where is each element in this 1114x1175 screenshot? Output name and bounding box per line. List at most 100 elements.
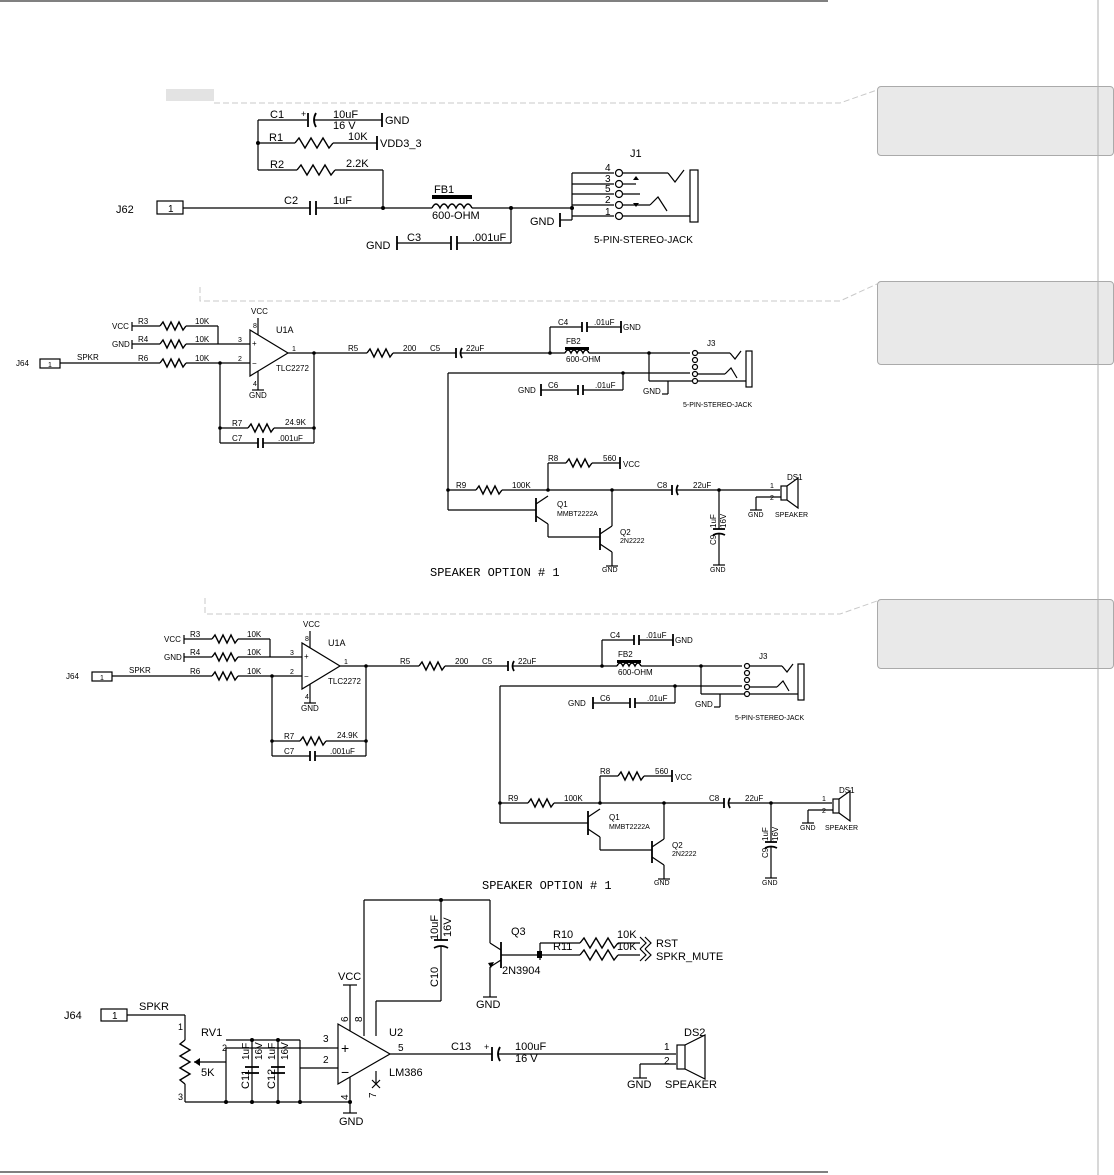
ds2-label: DS2 [684,1027,705,1039]
s3-q2-part: 2N2222 [672,851,697,858]
comment-box-2[interactable] [877,281,1114,365]
s4-spkr: SPKR [139,1001,169,1013]
c6-value: .01uF [595,381,616,390]
u1a-pin4: 4 [253,381,257,388]
r10-value: 10K [617,929,637,941]
c10-label: C10 [429,967,441,987]
s3-c5-label: C5 [482,657,493,666]
u1a-pin1: 1 [292,346,296,353]
c6-label: C6 [548,381,559,390]
r3-label: R3 [138,317,149,326]
s3-c9-gnd: GND [762,880,778,887]
c12-label: C12 [266,1069,278,1089]
j1-jack [559,168,699,227]
u2-pin8: 8 [354,1016,365,1022]
j1-pin-2: 2 [605,195,611,206]
svg-text:−: − [341,1064,349,1080]
s3-r8-vcc: VCC [675,773,692,782]
c1-label: C1 [270,109,284,121]
rv1-pin2: 2 [222,1043,227,1053]
c10-value: 10uF [429,915,441,940]
c8-label: C8 [657,481,668,490]
s3-c7-value: .001uF [330,747,355,756]
ds1-label: DS1 [787,473,803,482]
c11-label: C11 [240,1070,252,1089]
s4-j64-pin: 1 [112,1011,118,1022]
ds1-pin2: 2 [770,495,774,502]
spkr-mute-net: SPKR_MUTE [656,951,723,963]
s3-c4-gnd: GND [675,636,693,645]
c12-value: 1uF [267,1043,278,1060]
s3-gnd-r4: GND [164,653,182,662]
s3-u1a-pin1: 1 [344,659,348,666]
q1-label: Q1 [557,500,568,509]
c13-label: C13 [451,1041,471,1053]
s3-r7-label: R7 [284,732,295,741]
j1-pin-3: 3 [605,174,611,185]
u1a-pin2: 2 [238,356,242,363]
s2-opamp-gnd: GND [249,391,267,400]
s3-c4-value: .01uF [646,631,667,640]
r2-label: R2 [270,159,284,171]
r11-label: R11 [553,941,572,953]
s3-c9-voltage: 16V [771,826,780,841]
s2-gnd-r4: GND [112,340,130,349]
r11-value: 10K [617,941,637,953]
c12-voltage: 16V [280,1042,291,1060]
s3-r9-label: R9 [508,794,519,803]
q1-part: MMBT2222A [557,511,598,518]
ds1-gnd: GND [748,512,764,519]
u2-pin5: 5 [398,1043,404,1054]
s4-j64: J64 [64,1010,82,1022]
s3-fb2-value: 600-OHM [618,668,653,677]
ds2-pin1: 1 [664,1042,670,1053]
s3-r6-value: 10K [247,667,262,676]
r8-vcc: VCC [623,460,640,469]
comment-connector-3 [204,598,878,615]
s3-u1a-pin8: 8 [305,636,309,643]
r9-label: R9 [456,481,467,490]
s3-c6-value: .01uF [647,694,668,703]
r7-value: 24.9K [285,418,307,427]
section-2-speaker-option: VCC GND R3 10K R4 10K J64 1 SPKR R6 10K [16,307,808,580]
svg-text:+: + [301,109,306,119]
svg-text:−: − [304,672,309,681]
q3-label: Q3 [511,926,526,938]
c13-value: 100uF [515,1041,546,1053]
s3-fb2-label: FB2 [618,650,633,659]
svg-text:+: + [304,652,309,661]
c13-voltage: 16 V [515,1053,538,1065]
s3-c9-label: C9 [761,847,770,858]
c4-label: C4 [558,318,569,327]
s3-c6-label: C6 [600,694,611,703]
r5-value: 200 [403,344,417,353]
j62-label: J62 [116,204,134,216]
c8-value: 22uF [693,481,711,490]
c3-gnd: GND [366,240,391,252]
s3-r3-label: R3 [190,630,201,639]
s3-c6-gnd: GND [568,699,586,708]
r8-label: R8 [548,454,559,463]
c9-label: C9 [709,534,718,545]
svg-text:−: − [252,359,257,368]
fb1-value: 600-OHM [432,210,480,222]
s3-c5-value: 22uF [518,657,536,666]
u2-pin3: 3 [323,1034,329,1045]
j1-part: 5-PIN-STEREO-JACK [594,235,693,246]
s3-ds1-pin1: 1 [822,796,826,803]
ds1-pin1: 1 [770,483,774,490]
r4-label: R4 [138,335,149,344]
c5-label: C5 [430,344,441,353]
s2-spkr: SPKR [77,353,99,362]
s3-r9-value: 100K [564,794,583,803]
j3-gnd: GND [643,387,661,396]
u2-gnd: GND [339,1116,364,1128]
r10-label: R10 [553,929,573,941]
s3-ds1-part: SPEAKER [825,825,858,832]
s3-q2-label: Q2 [672,841,683,850]
c9-value: 1uF [709,514,718,528]
s3-opamp-vcc: VCC [303,620,320,629]
rv1-pin1: 1 [178,1022,183,1032]
fb2-label: FB2 [566,337,581,346]
